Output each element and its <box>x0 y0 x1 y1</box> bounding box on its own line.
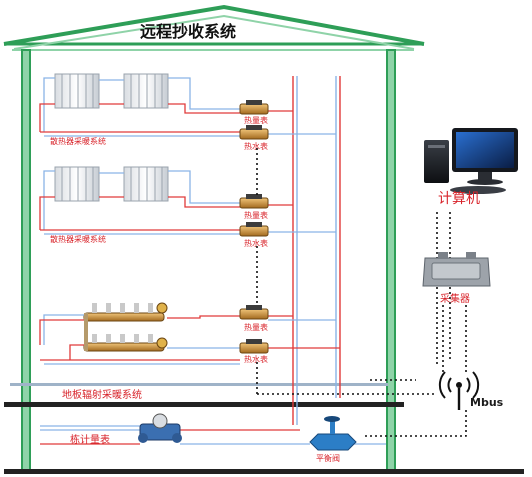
building <box>3 4 524 474</box>
building-meter-label: 栋计量表 <box>70 433 110 446</box>
water-meter-label-2: 热水表 <box>244 238 268 248</box>
heat-meter-label-3: 热量表 <box>244 322 268 332</box>
data-collector: 采集器 <box>422 252 491 305</box>
balance-valve: 平衡阀 <box>309 416 357 463</box>
collector-label: 采集器 <box>440 292 470 305</box>
balance-valve-label: 平衡阀 <box>316 453 340 463</box>
hot-water-meter-2: 热水表 <box>239 222 269 248</box>
ground-slab <box>4 469 524 474</box>
radiator-system-label-2: 散热器采暖系统 <box>50 234 106 244</box>
mbus-antenna: Mbus <box>438 371 504 410</box>
floor-heating-system: 地板辐射采暖系统 <box>39 302 340 401</box>
radiator-1a <box>54 73 100 109</box>
hot-water-meter-1: 热水表 <box>239 125 269 151</box>
heat-meter-label-2: 热量表 <box>244 210 268 220</box>
water-meter-label-1: 热水表 <box>244 141 268 151</box>
radiator-2a <box>54 166 100 202</box>
radiator-system-label-1: 散热器采暖系统 <box>50 136 106 146</box>
heat-meter-1: 热量表 <box>239 100 269 125</box>
radiator-1b <box>123 73 169 109</box>
floor-slab-upper <box>10 383 388 386</box>
manifold-upper <box>83 302 168 322</box>
basement-pipes <box>40 425 386 445</box>
computer-label: 计算机 <box>438 191 480 207</box>
riser-pipes <box>292 76 341 425</box>
hot-water-meter-3: 热水表 <box>239 339 269 364</box>
heat-meter-label-1: 热量表 <box>244 115 268 125</box>
floor-2-radiator-system: 散热器采暖系统 <box>39 166 336 244</box>
title: 远程抄收系统 <box>140 22 236 41</box>
roof <box>3 4 425 46</box>
floor-heating-label: 地板辐射采暖系统 <box>62 388 142 401</box>
heat-meter-3: 热量表 <box>239 305 269 332</box>
floor-slab <box>4 402 404 407</box>
computer: 计算机 <box>424 128 518 207</box>
building-meter: 栋计量表 <box>70 413 182 446</box>
heat-meter-2: 热量表 <box>239 194 269 220</box>
mbus-label: Mbus <box>470 396 504 409</box>
floor-1-radiator-system: 散热器采暖系统 <box>39 73 336 146</box>
radiator-2b <box>123 166 169 202</box>
manifold-lower <box>83 334 168 352</box>
bus-wiring <box>256 148 467 437</box>
water-meter-label-3: 热水表 <box>244 354 268 364</box>
